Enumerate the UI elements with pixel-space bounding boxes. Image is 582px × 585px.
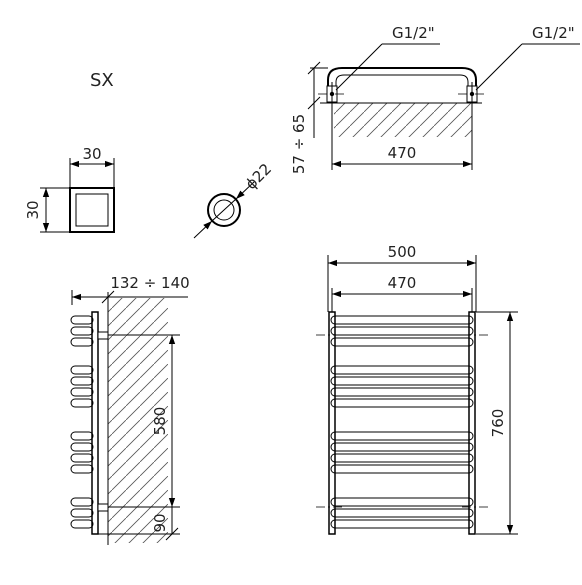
side-view: 132 ÷ 140	[70, 274, 190, 545]
top-wall-hatch	[334, 103, 472, 137]
bracket-spacing-label: 580	[151, 407, 169, 436]
profile-height-label: 30	[24, 200, 42, 219]
top-view: G1/2" G1/2" 57 ÷ 65 470	[290, 24, 580, 174]
profile-width-label: 30	[82, 145, 101, 163]
wall-distance-label: 57 ÷ 65	[290, 114, 308, 174]
front-right-collector	[468, 311, 476, 535]
profile-section: 30 30	[24, 145, 115, 233]
side-bracket-top	[97, 331, 109, 340]
pipe-diameter-dimension	[211, 198, 237, 222]
front-tube-group-1	[330, 315, 474, 347]
side-wall-hatch	[108, 298, 168, 543]
left-connection-leader	[335, 43, 383, 91]
front-view: 500 470	[316, 243, 518, 535]
right-connection-leader	[475, 43, 523, 91]
profile-outer	[69, 187, 115, 233]
right-connection-label: G1/2"	[532, 24, 575, 42]
top-u-bar-inner	[335, 74, 469, 96]
side-tube-group-1	[70, 315, 94, 347]
left-connection-label: G1/2"	[392, 24, 435, 42]
top-u-bar-outer	[327, 67, 477, 96]
side-tube-group-4	[70, 497, 94, 529]
overall-height-label: 760	[489, 409, 507, 438]
side-depth-label: 132 ÷ 140	[110, 274, 189, 292]
side-collector	[91, 311, 99, 535]
side-bracket-bottom	[97, 503, 109, 512]
front-tube-group-3	[330, 431, 474, 474]
pipe-inner	[213, 199, 235, 221]
overall-width-label: 500	[388, 243, 417, 261]
side-tube-group-2	[70, 365, 94, 408]
side-tube-group-3	[70, 431, 94, 474]
pipe-outer	[207, 193, 241, 227]
front-axis-spacing-label: 470	[388, 274, 417, 292]
bottom-offset-label: 90	[151, 513, 169, 532]
profile-inner	[75, 193, 109, 227]
front-left-collector	[328, 311, 336, 535]
front-tube-group-4	[330, 497, 474, 529]
top-axis-spacing-label: 470	[388, 144, 417, 162]
pipe-section: ϕ22	[193, 160, 275, 239]
model-label: SX	[90, 70, 114, 91]
front-tube-group-2	[330, 365, 474, 408]
